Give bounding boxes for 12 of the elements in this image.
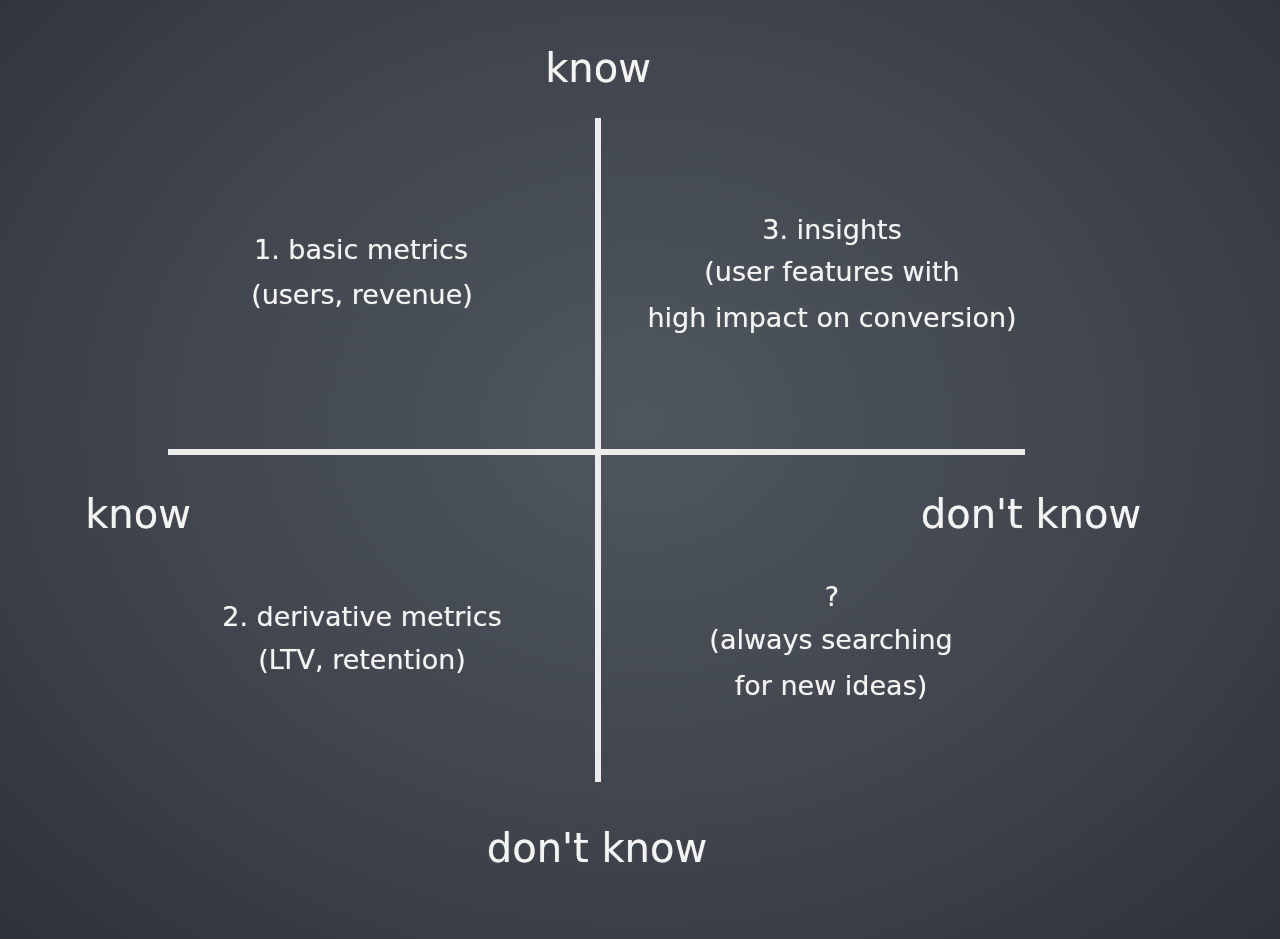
axis-label: don't know (920, 490, 1142, 538)
quadrant-heading: 1. basic metrics (254, 234, 468, 266)
quadrant-note: (user features with high impact on conversion) (647, 255, 1017, 335)
quadrant-heading: 2. derivative metrics (222, 601, 502, 633)
quadrant-heading: 3. insights (762, 214, 902, 246)
quadrant-note: (always searching for new ideas) (709, 623, 953, 703)
axis-label: know (545, 44, 651, 92)
quadrant-heading: ? (824, 581, 840, 613)
axis-label: know (85, 490, 191, 538)
quadrant-note: (users, revenue) (251, 279, 473, 311)
quadrant-note: (LTV, retention) (258, 644, 466, 676)
axis-label: don't know (486, 824, 708, 872)
